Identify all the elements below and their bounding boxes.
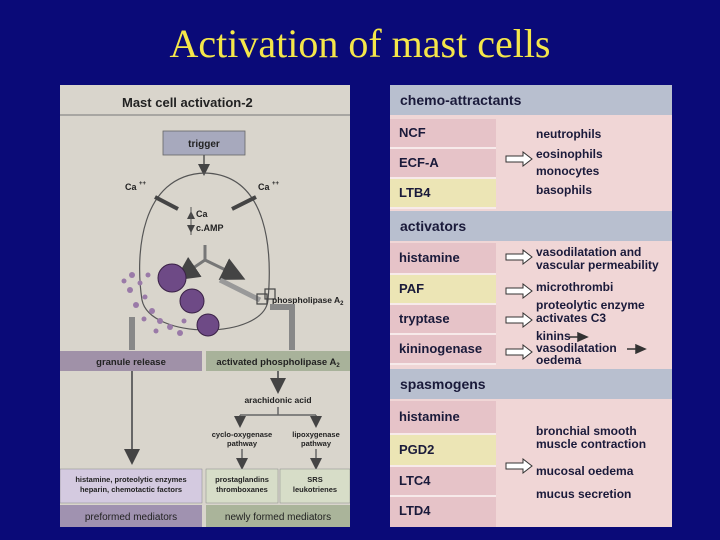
effect-vascular-permeability: vascular permeability [536,258,659,272]
svg-text:leukotrienes: leukotrienes [293,485,337,494]
svg-text:prostaglandins: prostaglandins [215,475,269,484]
svg-text:++: ++ [139,181,147,187]
granule-release-box [60,351,202,371]
item-ltc4: LTC4 [390,467,496,497]
phospholipase-path [270,304,295,350]
effect-oedema: oedema [536,353,582,367]
section-spasmogens: spasmogens [390,369,672,399]
preformed-mediators-list: histamine, proteolytic enzymes [75,475,186,484]
lipoxygenase-label: lipoxygenase [292,430,340,439]
item-ltb4: LTB4 [390,179,496,209]
phospholipase-label: phospholipase A2 [272,295,344,307]
effect-basophils: basophils [536,183,593,197]
mediators-table: chemo-attractants NCF ECF-A LTB4 neutrop… [390,85,672,527]
preformed-mediators-footer [60,505,202,527]
svg-text:pathway: pathway [227,439,258,448]
svg-text:heparin, chemotactic factors: heparin, chemotactic factors [80,485,182,494]
effect-mucosal-oedema: mucosal oedema [536,464,634,478]
cyclo-oxygenase-label: cyclo-oxygenase [212,430,272,439]
ca-inner-label: Ca [196,209,208,219]
ca-right-label: Ca [258,182,270,192]
item-ltd4: LTD4 [390,497,496,527]
preformed-mediators-label: preformed mediators [85,512,177,523]
activated-phospholipase-box [206,351,350,371]
granule-release-label: granule release [96,357,166,368]
ca-right-arrow [231,195,257,211]
ca-left-arrow [154,195,179,211]
item-ecf-a: ECF-A [390,149,496,179]
section-activators: activators [390,211,672,241]
svg-text:SRS: SRS [307,475,322,484]
svg-text:thromboxanes: thromboxanes [216,485,268,494]
item-ncf: NCF [390,119,496,149]
camp-label: c.AMP [196,223,224,233]
effect-eosinophils: eosinophils [536,147,603,161]
activated-phospholipase-label: activated phospholipase A2 [216,357,340,369]
trigger-label: trigger [188,139,220,150]
item-histamine: histamine [390,243,496,275]
granule [196,313,220,337]
arrow-icon [505,283,533,299]
effect-bronchial-smooth: bronchial smooth [536,424,637,438]
srs-box [279,468,350,504]
mast-cell-activation-diagram: Mast cell activation-2 trigger Ca ++ Ca … [60,85,350,527]
item-kininogenase: kininogenase [390,335,496,365]
effect-activates-c3: activates C3 [536,311,607,325]
arachidonic-acid-label: arachidonic acid [244,395,311,405]
effect-vasodilatation: vasodilatation and [536,245,642,259]
arrow-icon [505,151,533,167]
section-chemo-attractants: chemo-attractants [390,85,672,115]
slide-title: Activation of mast cells [169,21,551,66]
arrow-icon [505,458,533,474]
item-tryptase: tryptase [390,305,496,335]
prostaglandins-box [205,468,279,504]
arrow-icon [569,332,589,342]
newly-formed-mediators-label: newly formed mediators [225,512,331,523]
effect-proteolytic-enzyme: proteolytic enzyme [536,298,645,312]
effect-neutrophils: neutrophils [536,127,602,141]
arrow-icon [505,249,533,265]
effect-kinins: kinins [536,329,571,343]
item-pgd2: PGD2 [390,435,496,467]
ca-left-label: Ca [125,182,137,192]
effect-muscle-contraction: muscle contraction [536,437,647,451]
diagram-header: Mast cell activation-2 [122,95,253,110]
granule [157,263,187,293]
effect-mucus-secretion: mucus secretion [536,487,632,501]
item-histamine-2: histamine [390,401,496,435]
effect-vasodilatation-2: vasodilatation [536,341,617,355]
effect-microthrombi: microthrombi [536,280,614,294]
preformed-mediators-box [60,468,203,504]
svg-text:++: ++ [272,181,280,187]
item-paf: PAF [390,275,496,305]
svg-text:pathway: pathway [301,439,332,448]
effect-monocytes: monocytes [536,164,600,178]
arrow-icon [505,312,533,328]
newly-formed-mediators-footer [206,505,350,527]
granule [179,288,205,314]
phospholipase-arrow [218,277,262,303]
arrow-icon [505,344,533,360]
arrow-icon [627,344,647,354]
